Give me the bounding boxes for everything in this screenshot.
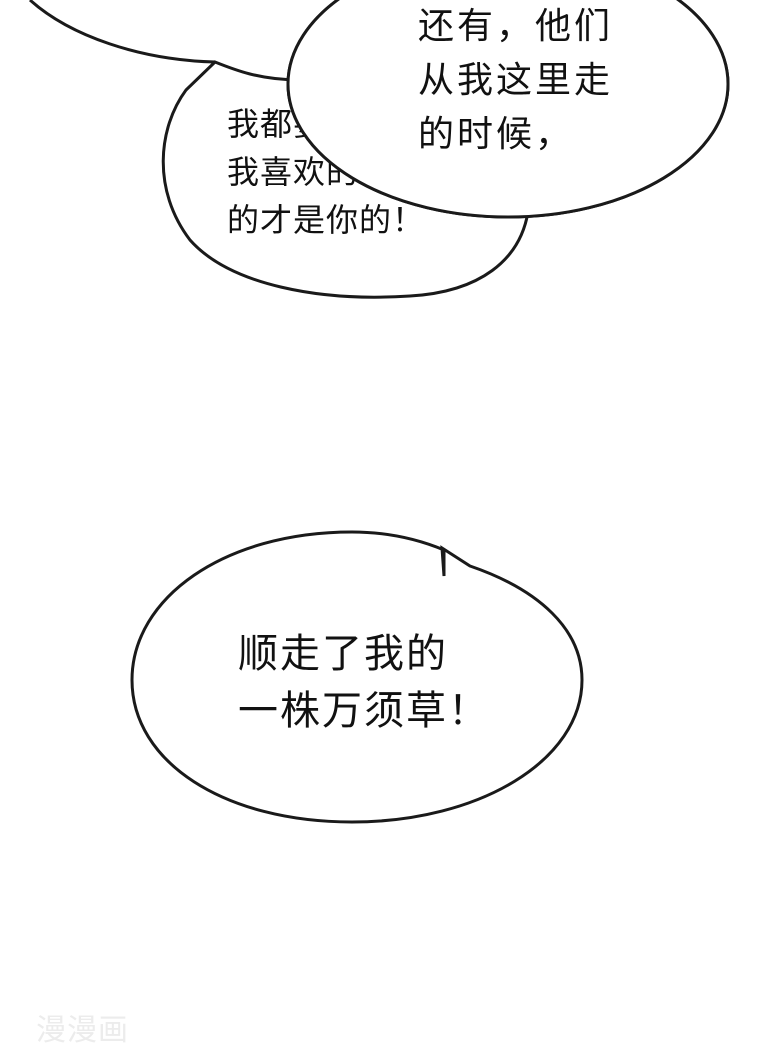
bottom-speech-bubble bbox=[130, 530, 584, 824]
bottom-bubble-line-1: 顺走了我的 bbox=[238, 631, 448, 677]
top-left-bubble bbox=[28, 0, 216, 64]
watermark-logo: 漫漫画 bbox=[36, 1013, 129, 1048]
bottom-bubble-text: 顺走了我的 一株万须草！ bbox=[238, 626, 490, 740]
front-bubble-line-3: 的时候， bbox=[418, 114, 575, 155]
front-bubble-text: 还有，他们 从我这里走 的时候， bbox=[418, 0, 613, 162]
front-bubble-line-1: 还有，他们 bbox=[418, 6, 614, 47]
bottom-bubble-line-2: 一株万须草！ bbox=[238, 688, 490, 734]
back-bubble-text: 我都要 我喜欢的 的才是你的！ bbox=[227, 100, 425, 244]
front-bubble-line-2: 从我这里走 bbox=[418, 60, 614, 101]
back-bubble-line-3: 的才是你的！ bbox=[227, 201, 426, 239]
back-bubble-line-1: 我都要 bbox=[227, 105, 327, 143]
back-bubble-line-2: 我喜欢的 bbox=[227, 153, 360, 191]
